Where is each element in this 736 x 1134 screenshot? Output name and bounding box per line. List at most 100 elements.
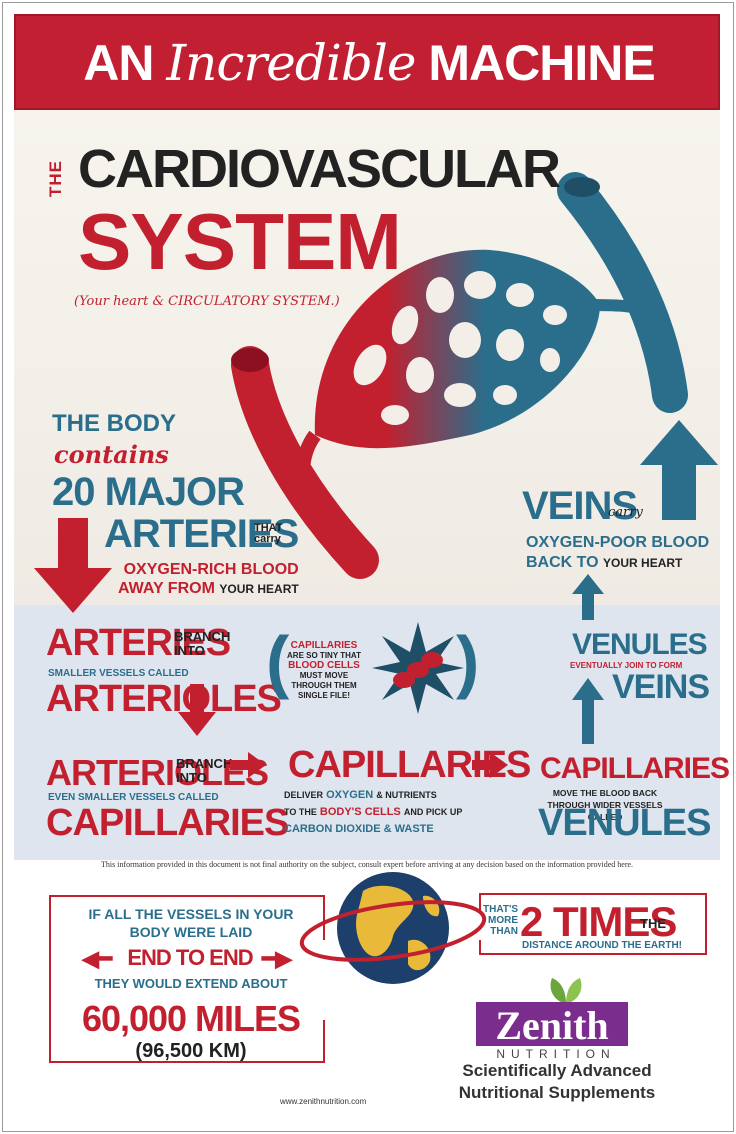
zenith-logo-text: Zenith [495, 1003, 609, 1048]
pick-up-word: AND PICK UP [403, 807, 463, 817]
away-from-text: AWAY FROM [118, 580, 215, 597]
nutrients-word: & NUTRIENTS [376, 790, 437, 800]
title-subtitle: (Your heart & CIRCULATORY SYSTEM.) [74, 294, 340, 309]
blood-cells-icon [372, 622, 464, 714]
oxygen-rich-line2: AWAY FROM YOUR HEART [118, 579, 299, 599]
title-banner: AN Incredible MACHINE [14, 14, 720, 110]
bodys-cells-word: BODY'S CELLS [319, 806, 401, 818]
back-to-text: BACK TO [526, 554, 599, 571]
artery-tube [231, 346, 379, 579]
if-all-vessels-text: IF ALL THE VESSELS IN YOUR BODY WERE LAI… [88, 906, 294, 940]
the-body-text: THE BODY [52, 410, 177, 437]
title-system: SYSTEM [78, 197, 402, 286]
red-right-arrow-1 [230, 752, 266, 778]
thats-more-than-text: THAT'S MORE THAN [483, 904, 518, 937]
branch-into-1: BRANCH INTO [174, 629, 231, 658]
blue-up-arrow-2 [572, 678, 604, 744]
tagline-line1: Scientifically Advanced [462, 1061, 652, 1080]
artery-opening [231, 348, 269, 372]
red-down-arrow [34, 518, 112, 613]
km-text: (96,500 KM) [135, 1040, 247, 1062]
bracket-right: ) [456, 622, 480, 700]
disclaimer-text: This information provided in this docume… [100, 860, 634, 869]
banner-word-machine: MACHINE [428, 35, 655, 91]
the-text: THE [640, 916, 666, 931]
banner-title: AN Incredible MACHINE [16, 34, 722, 92]
distance-around-earth-text: DISTANCE AROUND THE EARTH! [522, 940, 682, 951]
waste-word: & WASTE [383, 823, 434, 835]
arteries-heading: ARTERIES [104, 512, 299, 556]
nutrition-text: NUTRITION [496, 1047, 616, 1061]
blue-up-arrow-large [640, 420, 718, 520]
oxygen-poor-line1: OXYGEN-POOR BLOOD [526, 534, 710, 551]
flow-capillaries-right: CAPILLARIES [540, 752, 730, 785]
capillary-holes [353, 271, 567, 425]
flow-venules-2: VENULES [538, 802, 711, 844]
deliver-text: DELIVER OXYGEN & NUTRIENTS TO THE BODY'S… [284, 787, 484, 838]
red-right-arrow-2 [472, 752, 508, 778]
move-blood-text: MOVE THE BLOOD BACK THROUGH WIDER VESSEL… [547, 788, 663, 822]
to-the-word: TO THE [284, 807, 317, 817]
deliver-line1: DELIVER OXYGEN & NUTRIENTS [284, 787, 484, 804]
two-times-text: 2 TIMES [520, 898, 677, 945]
cap-info-line2: BLOOD CELLS [288, 660, 360, 671]
deliver-line2: TO THE BODY'S CELLS AND PICK UP [284, 804, 484, 821]
branch-into-2: BRANCH INTO [176, 756, 233, 785]
that-carry-text: THAT carry [254, 522, 283, 545]
vessel-illustration [231, 172, 688, 579]
would-extend-text: THEY WOULD EXTEND ABOUT [94, 976, 288, 991]
red-down-arrow-small [178, 684, 216, 736]
oxygen-poor-text: OXYGEN-POOR BLOOD BACK TO YOUR HEART [526, 533, 709, 573]
veins-carry-text: carry [608, 505, 643, 520]
your-heart-text-2: YOUR HEART [603, 556, 683, 570]
flow-arterioles-2: ARTERIOLES [46, 752, 269, 793]
oxygen-rich-line1: OXYGEN-RICH BLOOD [123, 561, 299, 578]
bracket-left: ( [266, 622, 290, 700]
veins-heading: VEINS [522, 484, 638, 528]
banner-word-an: AN [83, 35, 154, 91]
vein-tube [557, 172, 688, 413]
flow-arterioles-1: ARTERIOLES [46, 678, 282, 720]
carbon-dioxide-word: CARBON DIOXIDE [284, 823, 381, 835]
cap-info-title: CAPILLARIES [290, 640, 358, 651]
smaller-vessels-text: SMALLER VESSELS CALLED [48, 668, 189, 679]
distance-box-outline [479, 893, 707, 955]
cap-info-line1: ARE SO TINY THAT [287, 651, 361, 660]
brand-tagline: Scientifically Advanced Nutritional Supp… [452, 1060, 662, 1104]
title-cardiovascular: CARDIOVASCULAR [78, 139, 561, 199]
arrow-right-icon: ━▶ [262, 946, 293, 971]
flow-capillaries-mid: CAPILLARIES [288, 744, 531, 786]
title-the: THE [46, 160, 65, 198]
facts-box-outline [49, 895, 325, 1063]
your-heart-text: YOUR HEART [219, 582, 299, 596]
capillary-info-text: CAPILLARIES ARE SO TINY THAT BLOOD CELLS… [284, 641, 364, 701]
flow-capillaries-1: CAPILLARIES [46, 802, 289, 844]
flow-veins: VEINS [612, 668, 710, 706]
twenty-major-text: 20 MAJOR [52, 470, 245, 514]
deliver-line3: CARBON DIOXIDE & WASTE [284, 821, 484, 838]
tagline-line2: Nutritional Supplements [458, 1083, 656, 1102]
arrow-left-icon: ◀━ [82, 946, 113, 971]
oxygen-word: OXYGEN [326, 789, 374, 801]
blue-up-arrow-1 [572, 574, 604, 620]
oxygen-poor-line2: BACK TO YOUR HEART [526, 553, 709, 573]
flow-arteries: ARTERIES [46, 622, 231, 664]
zenith-logo-box [476, 1002, 628, 1046]
eventually-join-text: EVENTUALLY JOIN TO FORM [570, 661, 683, 670]
oxygen-rich-text: OXYGEN-RICH BLOOD AWAY FROM YOUR HEART [118, 560, 299, 599]
vein-opening [564, 177, 600, 197]
even-smaller-text: EVEN SMALLER VESSELS CALLED [48, 792, 219, 803]
deliver-word: DELIVER [284, 790, 324, 800]
website-link[interactable]: www.zenithnutrition.com [280, 1097, 367, 1106]
globe-icon [299, 872, 487, 984]
middle-section-bg [14, 605, 720, 860]
flow-venules: VENULES [572, 628, 708, 661]
banner-word-incredible: Incredible [166, 34, 416, 92]
end-to-end-text: END TO END [127, 945, 253, 970]
cap-info-line3: MUST MOVE THROUGH THEM SINGLE FILE! [291, 671, 357, 700]
sixty-thousand-miles-text: 60,000 MILES [81, 998, 301, 1039]
leaf-logo-icon [550, 978, 582, 1004]
contains-text: contains [54, 440, 169, 469]
